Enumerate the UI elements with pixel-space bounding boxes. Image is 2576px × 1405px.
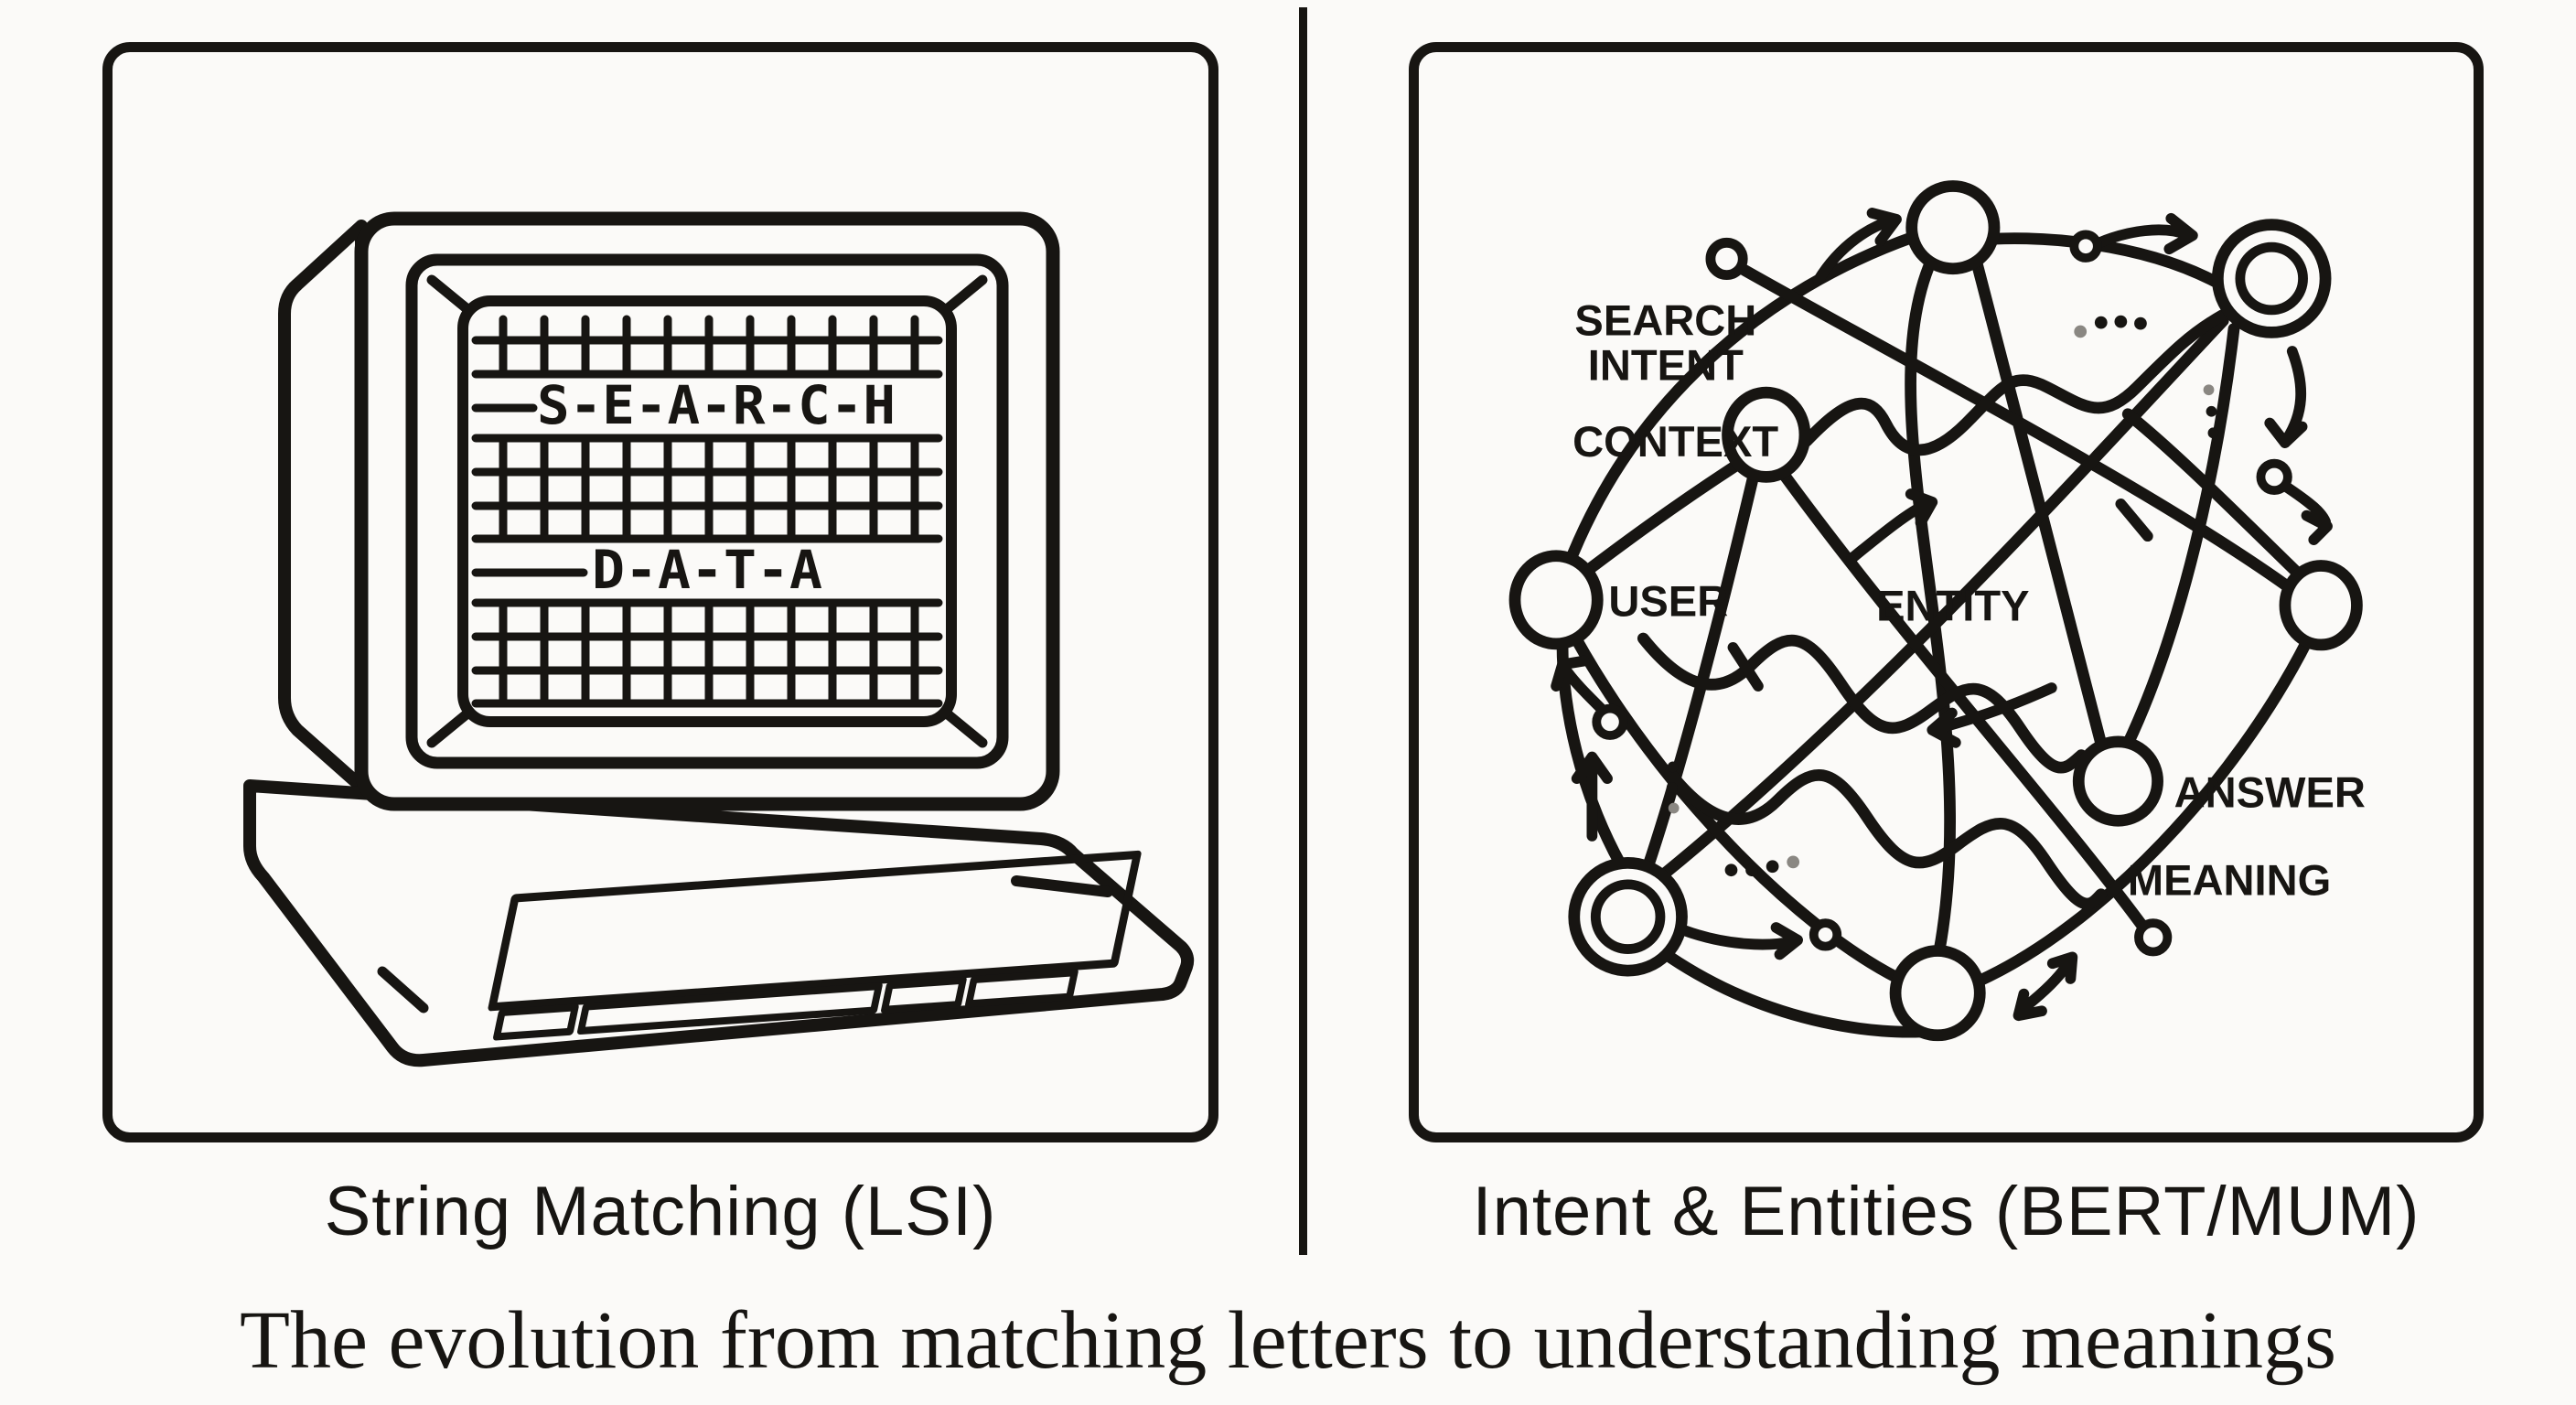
small-node-left: [1592, 703, 1628, 740]
right-panel-frame: SEARCH INTENT CONTEXT USER ENTITY ANSWER…: [1409, 42, 2484, 1142]
wavy-strand-1: [1800, 309, 2228, 456]
network-dots: [1666, 315, 2219, 877]
label-answer: ANSWER: [2174, 768, 2366, 817]
left-panel-frame: S-E-A-R-C-H D-A-T-A: [102, 42, 1218, 1142]
bezel-corner-ticks: [426, 274, 988, 748]
key-enter: [965, 969, 1079, 1008]
network-nodes: [1508, 180, 2363, 1042]
network-arrows: [1551, 208, 2333, 1022]
computer-base: [243, 779, 1195, 1067]
keyboard: [488, 850, 1142, 1041]
node-right: [2279, 560, 2363, 651]
small-node-bottom-right: [2134, 918, 2173, 957]
label-entity: ENTITY: [1876, 581, 2029, 629]
small-node-top-left: [1705, 237, 1748, 281]
label-context: CONTEXT: [1572, 417, 1778, 466]
label-user: USER: [1608, 577, 1728, 626]
crt-monitor: S-E-A-R-C-H D-A-T-A: [354, 211, 1060, 811]
wavy-strand-2: [1637, 632, 2088, 774]
base-vent-line: [377, 966, 429, 1014]
panel-divider-line: [1299, 7, 1307, 1255]
small-node-top-mid: [2069, 230, 2102, 263]
label-search-intent-line2: INTENT: [1588, 340, 1744, 389]
key-left: [493, 1003, 579, 1041]
arrow-ring-to-small: [1678, 922, 1803, 960]
arrow-from-small-left: [1551, 655, 1609, 716]
label-meaning: MEANING: [2128, 856, 2331, 905]
disk-slot: [1011, 875, 1113, 897]
screen-text-search: S-E-A-R-C-H: [537, 374, 896, 436]
network-ticks: [1727, 498, 2153, 692]
right-panel-label: Intent & Entities (BERT/MUM): [1472, 1172, 2420, 1250]
screen-grid: [471, 315, 943, 708]
spacebar: [577, 982, 883, 1035]
arrow-from-small-right: [2280, 480, 2333, 545]
arrow-center-left: [1927, 682, 2057, 748]
crt-computer-illustration: S-E-A-R-C-H D-A-T-A: [243, 211, 1195, 1067]
node-ring-top-right-inner: [2235, 241, 2308, 316]
node-top: [1905, 180, 2001, 275]
arrow-up-vertical: [1571, 751, 1613, 842]
monitor-side: [278, 220, 368, 793]
wavy-strand-3: [1664, 767, 2108, 910]
left-panel-label: String Matching (LSI): [324, 1172, 997, 1250]
small-node-right: [2256, 458, 2292, 496]
screen-text-data: D-A-T-A: [592, 539, 822, 601]
node-ring-bottom-left-inner: [1590, 879, 1666, 954]
arrow-to-top-node: [1812, 208, 1902, 286]
arrow-double-headed: [2012, 951, 2078, 1022]
arrow-small-to-ring: [2091, 212, 2198, 255]
node-context: [1722, 386, 1811, 483]
bottom-caption: The evolution from matching letters to u…: [240, 1295, 2336, 1386]
node-user: [1508, 550, 1604, 650]
node-bottom-center: [1889, 945, 1986, 1042]
arrow-down-right-side: [2264, 346, 2308, 449]
arrow-center-up-right: [1846, 488, 1938, 564]
key-right: [881, 976, 967, 1014]
node-answer: [2072, 735, 2163, 827]
semantic-network-illustration: SEARCH INTENT CONTEXT USER ENTITY ANSWER…: [1508, 180, 2366, 1042]
label-search-intent-line1: SEARCH: [1574, 295, 1756, 344]
small-node-bottom-mid: [1809, 918, 1842, 951]
